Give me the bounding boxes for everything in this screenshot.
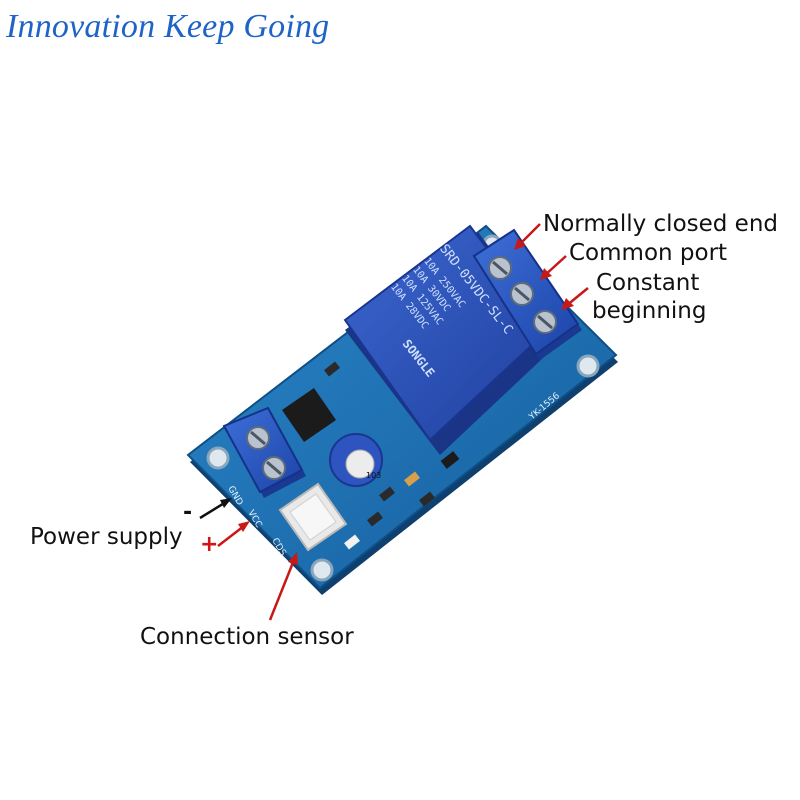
label-normally-closed-end: Normally closed end <box>543 211 779 237</box>
smd-components <box>324 361 460 550</box>
ic-chip <box>282 388 336 442</box>
label-power-supply: Power supply <box>30 524 183 550</box>
mount-hole <box>576 354 600 378</box>
label-constant-line1: Constant <box>596 270 700 296</box>
mount-hole <box>206 446 230 470</box>
pot-value-text: 103 <box>366 471 381 480</box>
arrow-normally-closed <box>514 223 541 250</box>
annotation-arrows <box>199 223 589 621</box>
label-constant-line2: beginning <box>592 297 707 324</box>
label-constant-beginning: Constant beginning <box>592 270 706 325</box>
screw-terminal-power <box>222 406 306 498</box>
arrow-vcc <box>217 521 250 547</box>
screw-terminal-relay <box>472 228 582 360</box>
arrow-common-port <box>540 255 567 280</box>
arrow-gnd <box>199 498 232 520</box>
label-common-port: Common port <box>569 240 728 266</box>
label-connection-sensor: Connection sensor <box>140 624 354 650</box>
plus-sign: + <box>200 532 219 557</box>
arrow-sensor <box>268 552 298 621</box>
minus-sign: - <box>183 500 193 525</box>
sensor-connector <box>278 482 348 552</box>
arrow-constant <box>561 287 589 310</box>
potentiometer: 103 <box>329 433 383 487</box>
watermark-text: Innovation Keep Going <box>6 8 330 45</box>
mount-hole <box>310 558 334 582</box>
